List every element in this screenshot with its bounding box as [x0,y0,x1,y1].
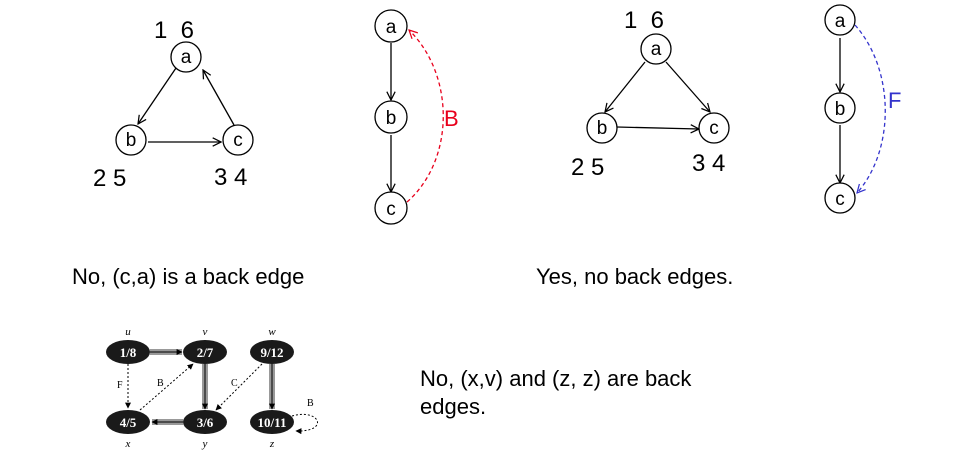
time-a: 1 6 [154,17,194,44]
tree2-node-c [824,182,856,214]
clrs-label-forward: F [117,380,123,391]
tree-node-a [374,9,408,43]
clrs-label-back-xv: B [157,378,164,389]
node-c-label: c [233,130,243,151]
edge-a-b [138,67,177,124]
clrs-diagram: 1/8 2/7 9/12 4/5 3/6 10/11 u v w x y z F… [106,326,318,450]
node2-a-label: a [651,39,662,60]
caption-bottom-line1: No, (x,v) and (z, z) are back [420,366,692,391]
clrs-node-w [250,340,294,364]
caption-left: No, (c,a) is a back edge [72,264,305,289]
tree2: a b c F [824,4,901,214]
clrs-node-u [106,340,150,364]
clrs-node-x [106,410,150,434]
clrs-node-y [183,410,227,434]
tree2-node-a [824,4,856,36]
node2-a [640,33,672,65]
tree2-node-a-label: a [835,11,846,32]
tree-node-b-label: b [386,108,397,129]
clrs-var-u: u [125,326,131,338]
clrs-var-w: w [268,326,276,338]
tree-node-c [374,191,408,225]
node2-c-label: c [709,118,719,139]
node-a [170,41,202,73]
clrs-node-y-label: 3/6 [197,415,214,430]
clrs-edge-x-v-back [139,363,194,411]
clrs-node-w-label: 9/12 [260,345,283,360]
clrs-node-v-label: 2/7 [197,345,214,360]
graph2: a b c 1 6 2 5 3 4 [571,7,730,181]
node-c [222,124,254,156]
time-c: 3 4 [214,164,247,191]
clrs-node-u-label: 1/8 [120,345,137,360]
time2-c: 3 4 [692,150,725,177]
clrs-label-back-zz: B [307,398,314,409]
caption-bottom-line2: edges. [420,394,487,419]
back-edge-c-a [406,30,444,203]
clrs-edge-z-z-back [291,414,318,435]
forward-edge-label: F [888,88,901,113]
edge-c-a [203,70,235,126]
edge2-a-b [605,61,646,112]
node2-c [698,112,730,144]
clrs-var-y: y [202,438,208,450]
clrs-node-z [250,410,294,434]
node2-b-label: b [597,118,608,139]
back-edge-label: B [444,106,459,131]
tree-node-c-label: c [386,199,396,220]
tree2-node-b [824,92,856,124]
time-b: 2 5 [93,165,126,192]
forward-edge-a-c [854,24,886,193]
graph1: a b c 1 6 2 5 3 4 [93,17,254,192]
tree2-node-c-label: c [835,189,845,210]
clrs-var-v: v [203,326,208,338]
node-a-label: a [181,47,192,68]
tree-node-a-label: a [386,17,397,38]
caption-right: Yes, no back edges. [536,264,734,289]
tree1: a b c B [374,9,459,225]
clrs-node-x-label: 4/5 [120,415,137,430]
node-b-label: b [126,130,137,151]
tree2-node-b-label: b [835,99,846,120]
tree-node-b [374,100,408,134]
edge2-b-c [616,127,699,129]
clrs-var-z: z [269,438,275,450]
clrs-var-x: x [125,438,131,450]
node2-b [586,112,618,144]
clrs-node-v [183,340,227,364]
clrs-label-cross: C [231,378,238,389]
clrs-edge-w-y-cross [215,363,263,411]
edge2-a-c [665,61,710,112]
node-b [115,124,147,156]
time2-a: 1 6 [624,7,664,34]
clrs-node-z-label: 10/11 [258,415,287,430]
time2-b: 2 5 [571,154,604,181]
